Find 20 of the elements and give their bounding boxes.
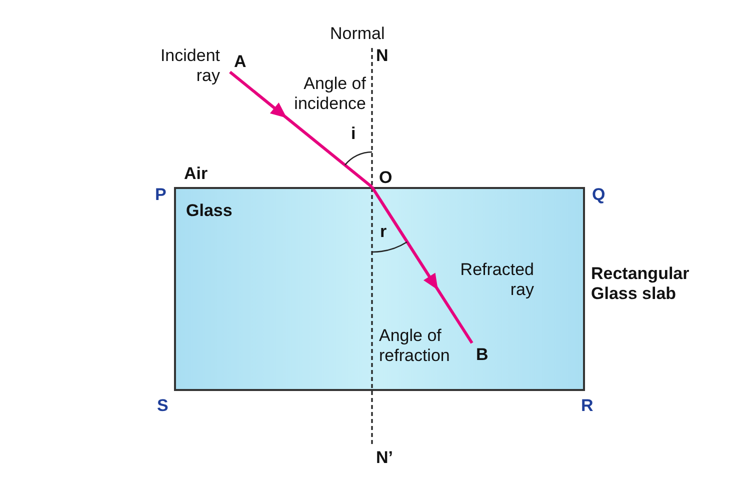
point-label: N [376,46,388,66]
ray-label: Refracted ray [459,260,534,300]
corner-label: R [581,396,594,416]
corner-label: P [155,185,166,205]
corner-label: Q [592,185,606,205]
corner-label: S [157,396,168,416]
angle-label: Angle of incidence [293,74,366,114]
normal-label: Normal [330,24,385,44]
medium-label: Glass [186,201,232,221]
point-label: O [379,168,392,188]
point-label: N’ [376,448,393,468]
ray-label: Incident ray [159,46,220,86]
medium-label: Air [184,164,208,184]
point-label: A [234,52,246,72]
angle-symbol: r [380,222,387,242]
point-label: B [476,345,488,365]
angle-label: Angle of refraction [379,326,451,366]
angle-symbol: i [351,124,356,144]
glass-slab [174,187,585,391]
slab-caption: Rectangular Glass slab [591,264,690,304]
